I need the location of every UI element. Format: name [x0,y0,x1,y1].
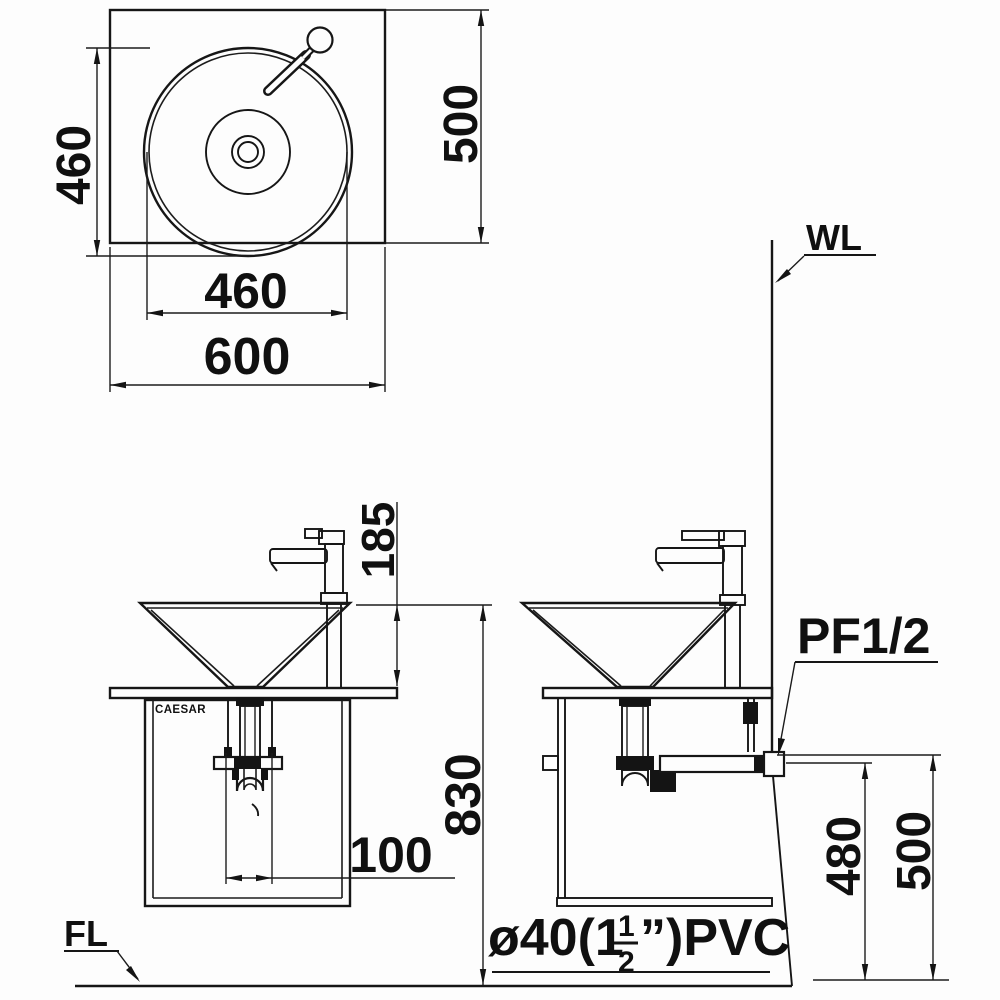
wall-line-marker: WL [775,217,876,283]
basin-inner-circle [148,52,348,252]
dim-label-counter-depth: 500 [435,84,488,164]
dim-label-drain-offset: 100 [349,827,432,883]
dim-label-bowl-height: 185 [352,502,404,579]
drain-pipe-spec-marker: ø40(1 1 2 ”)PVC [488,909,790,979]
faucet-body-side [722,545,743,596]
dim-drain-center-height: 480 [786,762,872,980]
drain-flange-front [236,698,264,706]
faucet-knob-plan [306,26,334,54]
dim-label-drain-center-height: 480 [818,816,871,896]
supply-valve-side [743,702,758,724]
plan-view: 460 500 460 600 [48,8,489,392]
dim-label-counter-width: 600 [204,328,291,386]
drain-flange-side [619,698,651,706]
dim-basin-vertical: 460 [48,47,250,257]
supply-spec-label: PF1/2 [797,608,930,664]
basin-front [137,601,353,689]
dim-counter-depth: 500 [386,9,489,244]
support-panel-front [143,698,352,908]
trap-nut-side [650,770,676,792]
dim-basin-horizontal: 460 [146,152,348,320]
counter-slab-side [541,686,774,700]
brand-label: CAESAR [155,704,206,716]
wall-pipe-fitting [762,750,786,778]
dim-counter-width: 600 [109,247,386,392]
dim-bowl-height: 185 [352,502,404,686]
supply-spec-marker: PF1/2 [778,608,938,756]
faucet-lever-side [681,530,725,541]
wall-line-lower [772,775,793,987]
counter-outline-plan [108,8,387,245]
counter-slab-front [108,686,399,700]
faucet-lever-front [304,528,323,539]
dim-label-drain-top-height: 500 [888,811,941,891]
faucet-spout-side [655,547,725,564]
floor-level-marker: FL [64,913,140,982]
side-elevation: WL [488,217,949,987]
drain-pipe-spec-label: ø40(1 1 2 ”)PVC [488,909,790,979]
faucet-side [655,530,746,688]
support-panel-side [542,698,773,907]
basin-side [518,601,738,689]
drain-inner-circle [237,141,259,163]
faucet-spout-front [269,548,328,564]
dim-label-basin-horizontal: 460 [204,263,287,319]
dim-label-basin-vertical: 460 [48,125,101,205]
floor-level-label: FL [64,913,108,954]
horizontal-drain-pipe [658,754,764,774]
basin-outer-circle [142,46,354,258]
drain-assembly-side [616,698,786,792]
dim-drain-top-height: 500 [777,754,949,981]
drain-outer-circle [231,135,265,169]
dim-drain-offset: 100 [225,753,455,884]
front-elevation: CAESAR 185 [64,502,792,988]
faucet-plan [263,26,334,96]
dim-rim-height: 830 [356,604,492,985]
drain-assembly-front [212,698,284,817]
dim-label-rim-height: 830 [435,753,491,836]
p-trap-front [235,769,265,792]
panel-bracket-side [542,755,559,771]
wall-line-label: WL [806,217,862,258]
basin-bowl-circle [205,109,291,195]
